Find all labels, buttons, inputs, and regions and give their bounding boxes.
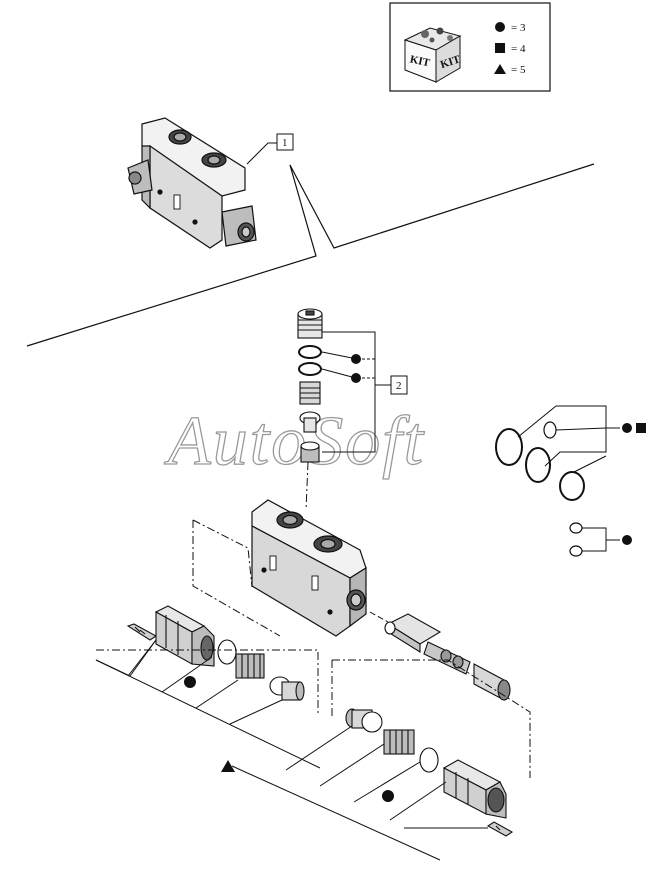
stair-leader-left xyxy=(95,639,321,769)
o-ring-seal-3 xyxy=(559,471,585,501)
watermark-text: AutoSoft xyxy=(164,403,425,480)
circle-icon xyxy=(184,676,196,688)
callout-bracket-2 xyxy=(322,331,376,453)
spring-seat-right xyxy=(345,708,383,733)
break-line-right xyxy=(289,163,595,249)
valve-section-assembly xyxy=(127,117,257,249)
callout-box-2 xyxy=(390,375,408,395)
leader-line-1 xyxy=(246,142,278,165)
callout-box-1 xyxy=(276,133,294,151)
circle-icon xyxy=(622,423,632,433)
callout-number-1: 1 xyxy=(282,137,288,149)
spool-stack xyxy=(297,308,323,463)
end-cap-right xyxy=(442,759,507,819)
bolt-left xyxy=(126,623,158,641)
seal-kit-group xyxy=(495,405,620,557)
main-valve-body xyxy=(251,499,367,637)
small-seal-upper xyxy=(569,522,583,534)
legend-circle-count: = 3 xyxy=(511,22,526,34)
circle-icon xyxy=(622,535,632,545)
circle-icon xyxy=(495,22,505,32)
dash-outline-body-bottom xyxy=(192,520,281,637)
small-seal-lower xyxy=(569,545,583,557)
small-seal-ring xyxy=(543,421,557,439)
plug-part xyxy=(297,308,323,339)
leader-o-ring-lower xyxy=(321,368,353,378)
bolt-right xyxy=(486,821,514,837)
o-ring-lower xyxy=(298,362,322,376)
o-ring-seal-2 xyxy=(525,447,551,483)
kit-legend: KIT KIT = 3 = 4 = 5 xyxy=(389,2,551,92)
square-icon xyxy=(495,43,505,53)
triangle-icon xyxy=(494,64,506,74)
square-icon xyxy=(636,423,646,433)
callout-number-2: 2 xyxy=(396,380,402,392)
end-cap-left-group xyxy=(126,605,305,701)
gasket-right xyxy=(419,747,439,773)
circle-icon xyxy=(351,373,361,383)
gasket-left xyxy=(217,639,237,665)
leader-o-ring-upper xyxy=(321,351,353,359)
main-spool xyxy=(384,613,511,701)
break-line-left xyxy=(26,164,317,347)
spring-right xyxy=(383,729,415,755)
kit-box-icon: KIT KIT xyxy=(403,27,462,83)
spring-upper xyxy=(299,381,321,405)
o-ring-upper xyxy=(298,345,322,359)
triangle-icon xyxy=(221,760,235,772)
circle-icon xyxy=(382,790,394,802)
end-cap-left xyxy=(154,605,215,667)
o-ring-seal-1 xyxy=(495,428,523,466)
legend-square-count: = 4 xyxy=(511,43,526,55)
legend-triangle-count: = 5 xyxy=(511,64,526,76)
dash-outline-right-top xyxy=(332,659,531,778)
dash-outline-body-left xyxy=(192,519,253,588)
end-cap-right-group xyxy=(345,708,514,837)
centerline-spool-upper xyxy=(369,611,389,623)
spring-left xyxy=(235,653,265,679)
stair-leader-right xyxy=(231,725,488,861)
circle-icon xyxy=(351,354,361,364)
kit-label-left: KIT xyxy=(409,53,432,69)
check-poppet xyxy=(299,411,321,433)
spring-seat-left xyxy=(269,676,305,701)
seat-part xyxy=(300,441,320,463)
